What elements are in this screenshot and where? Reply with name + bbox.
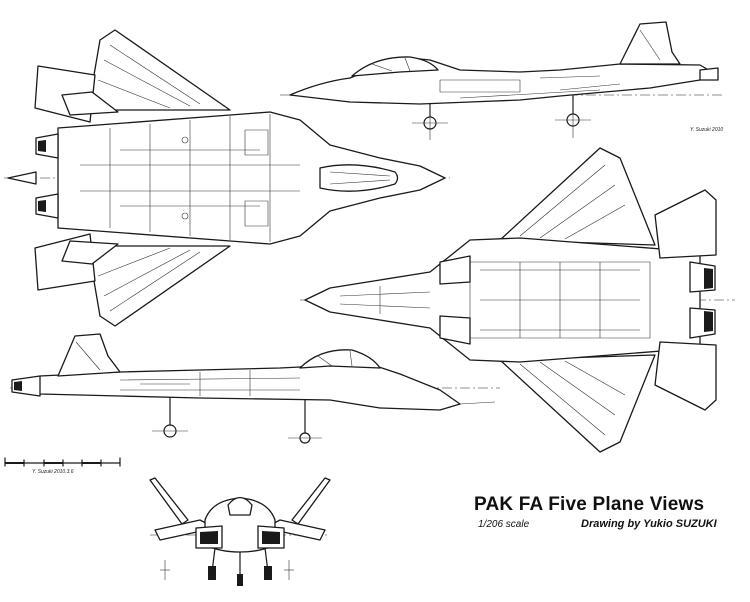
side-view-upper	[280, 21, 725, 140]
scale-bar	[4, 457, 121, 467]
bottom-view	[300, 147, 735, 453]
top-view	[4, 29, 450, 327]
scale-label: 1/206 scale	[478, 519, 530, 530]
drawing-credit: Drawing by Yukio SUZUKI	[581, 518, 717, 530]
scale-bar-signature: Y. Suzuki 2010.3.6	[32, 469, 74, 475]
drawing-title: PAK FA Five Plane Views	[474, 494, 705, 515]
side-view-lower	[10, 333, 500, 444]
front-view	[149, 477, 331, 586]
side-view-signature: Y. Suzuki 2010	[690, 127, 724, 133]
